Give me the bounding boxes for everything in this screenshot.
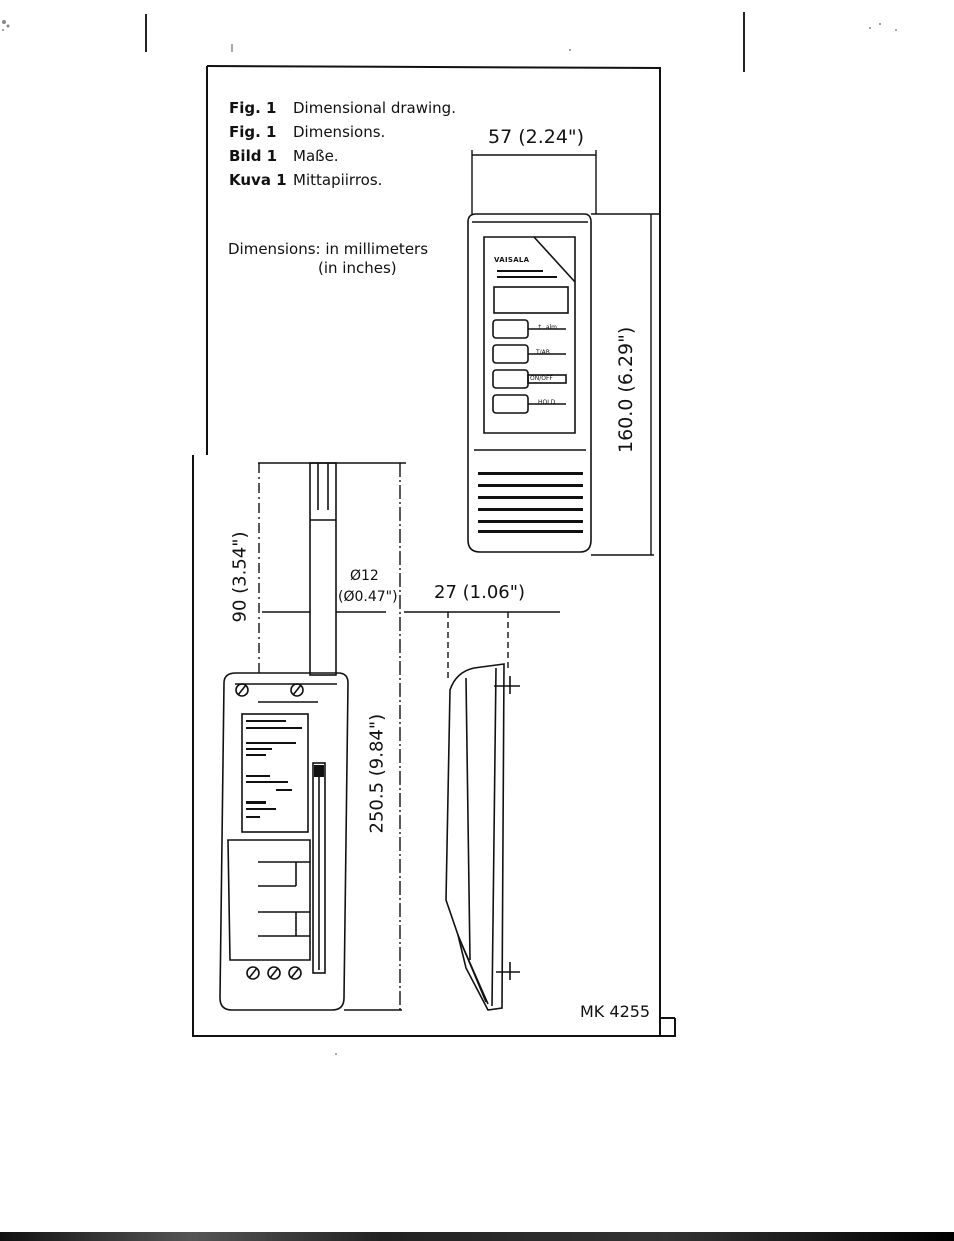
drawing-frame	[192, 65, 676, 1037]
brand-text: VAISALA	[494, 256, 530, 264]
scan-bottom-edge	[0, 1232, 954, 1241]
depth-label: 27 (1.06")	[434, 582, 526, 603]
probe-length-label: 90 (3.54")	[229, 531, 251, 623]
figure-caption: Fig. 1 Dimensional drawing. Fig. 1 Dimen…	[229, 96, 456, 192]
width-dimension	[471, 150, 597, 214]
height-dimension	[591, 213, 660, 556]
caption-key: Kuva 1	[229, 171, 287, 189]
back-view	[219, 462, 349, 1011]
caption-text: Maße.	[293, 147, 339, 165]
front-view	[467, 213, 592, 553]
caption-text: Dimensional drawing.	[293, 99, 456, 117]
probe-diameter-in-label: (Ø0.47")	[338, 589, 398, 605]
front-view-fills	[478, 270, 583, 533]
button-label-2: T/AB	[536, 349, 550, 356]
caption-row-en: Fig. 1 Dimensional drawing.	[229, 96, 456, 120]
button-label-1: ↑ .alm	[537, 324, 558, 331]
caption-row-fr: Fig. 1 Dimensions.	[229, 120, 456, 144]
probe-length-dimension	[258, 462, 406, 673]
total-length-label: 250.5 (9.84")	[366, 713, 388, 834]
caption-key: Bild 1	[229, 147, 278, 165]
depth-dimension	[404, 611, 560, 680]
caption-text: Mittapiirros.	[293, 171, 383, 189]
probe-diameter-mm-label: Ø12	[350, 568, 379, 584]
brand-logo: VAISALA	[494, 256, 529, 264]
caption-key: Fig. 1	[229, 123, 277, 141]
side-view	[445, 663, 520, 1011]
units-note: Dimensions: in millimeters (in inches)	[228, 240, 428, 278]
width-label: 57 (2.24")	[488, 126, 585, 148]
height-label: 160.0 (6.29")	[615, 326, 637, 453]
back-label-text	[246, 720, 324, 818]
button-label-4: HOLD	[538, 399, 556, 406]
caption-text: Dimensions.	[293, 123, 386, 141]
units-line-2: (in inches)	[318, 259, 397, 277]
caption-key: Fig. 1	[229, 99, 277, 117]
units-line-1: Dimensions: in millimeters	[228, 240, 429, 258]
button-label-3: ON/OFF	[530, 375, 553, 382]
drawing-code: MK 4255	[580, 1002, 651, 1021]
caption-row-de: Bild 1 Maße.	[229, 144, 456, 168]
total-length-dimension	[344, 463, 402, 1011]
caption-row-fi: Kuva 1 Mittapiirros.	[229, 168, 456, 192]
